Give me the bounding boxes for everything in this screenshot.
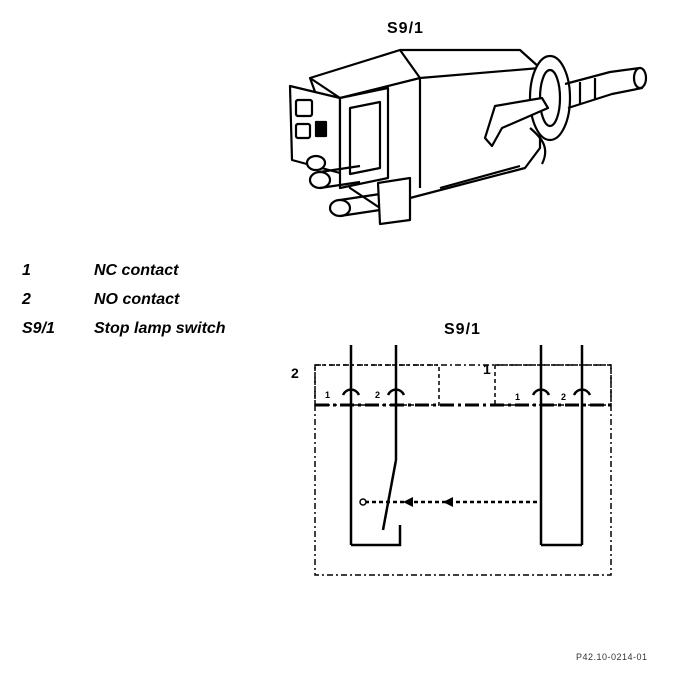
- pin-label-left-a: 1: [325, 390, 330, 400]
- pin-arc-right-a: [531, 388, 551, 396]
- pin-label-left-b: 2: [375, 390, 380, 400]
- legend-text-stop-lamp-switch: Stop lamp switch: [94, 320, 226, 337]
- pin-arc-left-a: [341, 388, 361, 396]
- switch-schematic: 1 2 1 2 2 1: [291, 345, 612, 576]
- housing-outline: [314, 364, 612, 576]
- actuator-arrow-left: [403, 497, 413, 507]
- legend-text-no-contact: NO contact: [94, 291, 180, 308]
- pin-label-right-a: 1: [515, 392, 520, 402]
- figure-code: P42.10-0214-01: [576, 652, 648, 662]
- illustration-title: S9/1: [387, 20, 424, 37]
- pin-label-right-b: 2: [561, 392, 566, 402]
- schematic-title: S9/1: [444, 321, 481, 338]
- group-label-2: 2: [291, 365, 299, 381]
- group-label-1: 1: [483, 361, 491, 377]
- legend-key-2: 2: [22, 291, 31, 308]
- pin-arc-left-b: [386, 388, 406, 396]
- legend-text-nc-contact: NC contact: [94, 262, 179, 279]
- legend-key-1: 1: [22, 262, 31, 279]
- stop-lamp-switch-illustration: [288, 48, 648, 226]
- pin-arc-right-b: [572, 388, 592, 396]
- no-contact-blade: [381, 459, 398, 531]
- actuator-arrow-right: [443, 497, 453, 507]
- legend-key-s9-1: S9/1: [22, 320, 55, 337]
- connector-1-outline: [494, 364, 612, 406]
